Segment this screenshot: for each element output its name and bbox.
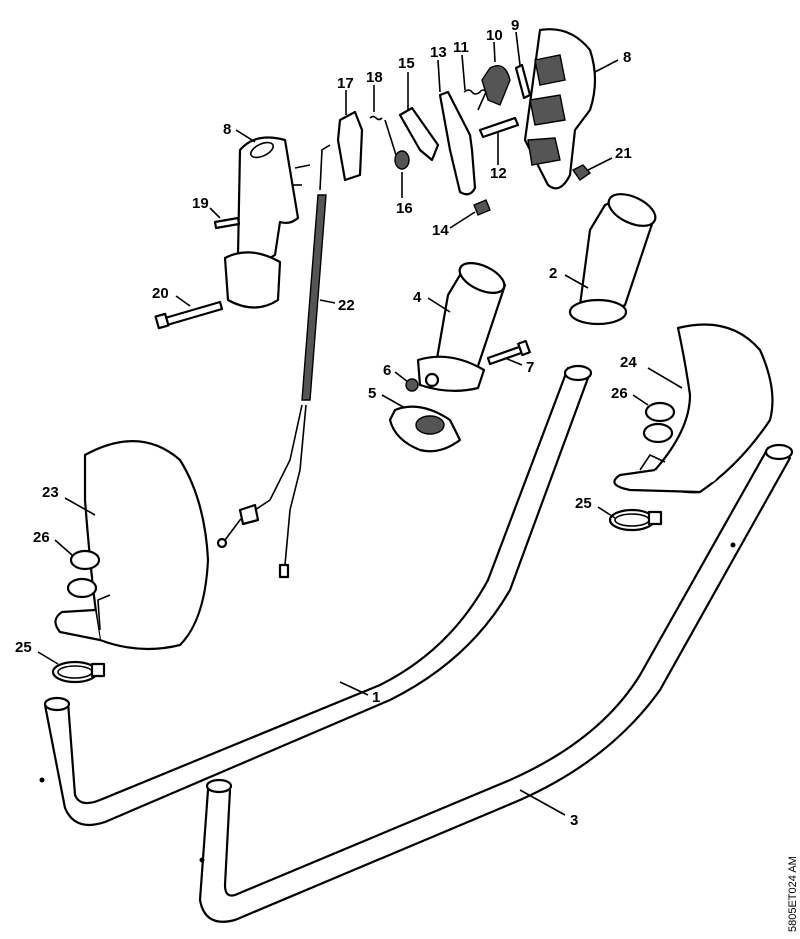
label-part-17: 17 bbox=[337, 75, 354, 92]
label-part-24: 24 bbox=[620, 354, 637, 371]
control-handle-grip bbox=[416, 262, 507, 392]
label-part-2: 2 bbox=[549, 265, 557, 282]
label-part-15: 15 bbox=[398, 55, 415, 72]
screw-20 bbox=[154, 300, 224, 330]
leader-lines bbox=[37, 31, 683, 816]
label-part-19: 19 bbox=[192, 195, 209, 212]
label-part-22: 22 bbox=[338, 297, 355, 314]
part-labels: 1 2 3 4 5 6 7 8 8 9 10 11 12 13 14 15 16… bbox=[15, 17, 637, 829]
label-part-23: 23 bbox=[42, 484, 59, 501]
handle-housing-left bbox=[223, 136, 311, 309]
rod-9 bbox=[514, 63, 532, 100]
label-part-3: 3 bbox=[570, 812, 578, 829]
label-part-18: 18 bbox=[366, 69, 383, 86]
handle-housing-right bbox=[523, 28, 597, 190]
label-part-5: 5 bbox=[368, 385, 376, 402]
label-part-6: 6 bbox=[383, 362, 391, 379]
label-part-13: 13 bbox=[430, 44, 447, 61]
label-part-7: 7 bbox=[526, 359, 534, 376]
label-part-20: 20 bbox=[152, 285, 169, 302]
handlebar-tube-right bbox=[198, 443, 794, 923]
spring-14 bbox=[473, 199, 491, 216]
label-part-16: 16 bbox=[396, 200, 413, 217]
label-part-10: 10 bbox=[486, 27, 503, 44]
throttle-trigger bbox=[438, 90, 477, 196]
nut-21 bbox=[571, 164, 592, 181]
hand-guard-left: STIHL bbox=[54, 440, 210, 651]
spring-11 bbox=[463, 89, 487, 111]
throttle-cable bbox=[216, 144, 331, 579]
label-part-4: 4 bbox=[413, 289, 422, 306]
label-part-14: 14 bbox=[432, 222, 449, 239]
label-part-26-right: 26 bbox=[611, 385, 628, 402]
label-part-1: 1 bbox=[372, 689, 380, 706]
label-part-9: 9 bbox=[511, 17, 519, 34]
drawing-code: 5805ET024 AM bbox=[787, 856, 799, 932]
label-part-21: 21 bbox=[615, 145, 632, 162]
label-part-25-left: 25 bbox=[15, 639, 32, 656]
lockout-lever bbox=[336, 110, 364, 182]
nut bbox=[405, 378, 419, 392]
lever-10 bbox=[481, 65, 511, 106]
rubber-grip bbox=[568, 193, 657, 326]
pin-12 bbox=[478, 116, 520, 139]
bolt-7 bbox=[486, 339, 531, 366]
label-part-26-left: 26 bbox=[33, 529, 50, 546]
hose-clamp-right bbox=[608, 508, 663, 532]
torsion-spring bbox=[384, 119, 410, 170]
spring-18 bbox=[369, 115, 383, 121]
label-part-8-left: 8 bbox=[223, 121, 231, 138]
clamp-bracket bbox=[388, 405, 462, 453]
label-part-12: 12 bbox=[490, 165, 507, 182]
lever-15 bbox=[398, 106, 440, 162]
hand-guard-right: STIHL bbox=[613, 323, 774, 494]
label-part-8-right: 8 bbox=[623, 49, 631, 66]
hose-clamp-left bbox=[51, 660, 106, 684]
handlebar-tube-left bbox=[39, 364, 593, 826]
label-part-25-right: 25 bbox=[575, 495, 592, 512]
label-part-11: 11 bbox=[453, 39, 469, 56]
screw-19 bbox=[213, 216, 241, 230]
